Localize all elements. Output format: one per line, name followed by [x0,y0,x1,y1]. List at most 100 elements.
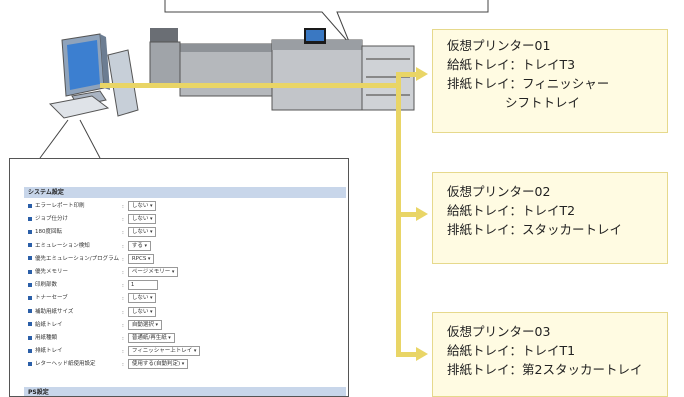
setting-dropdown[interactable]: 使用する(自動判定) [127,359,189,370]
setting-value: :しない [122,201,157,211]
setting-dropdown[interactable]: ページメモリー [127,267,179,277]
colon-separator: : [122,309,124,316]
section-header-system: システム設定 [24,187,346,198]
vp03-input-tray: 給紙トレイ：トレイT1 [447,343,576,358]
setting-label: 優先メモリー [28,267,68,277]
setting-value: :普通紙/再生紙 [122,333,175,343]
setting-label: エミュレーション検知 [28,241,90,251]
setting-label-text: 排紙トレイ [35,348,63,355]
setting-value: :しない [122,214,157,225]
setting-label-text: 優先エミュレーション/プログラム [35,255,119,262]
bullet-icon [28,309,32,314]
setting-label: 180度回転 [28,227,62,237]
colon-separator: : [122,361,124,368]
vp03-name: 仮想プリンター03 [447,324,551,339]
setting-label: 印刷部数 [28,280,57,290]
setting-label-text: 用紙種類 [35,335,58,341]
setting-dropdown[interactable]: しない [127,306,157,317]
setting-dropdown[interactable]: しない [127,293,157,304]
setting-value: :しない [122,227,157,238]
setting-value: :フィニッシャー上トレイ [122,346,201,357]
vp03-output-tray: 排紙トレイ：第2スタッカートレイ [447,362,643,377]
setting-value: :しない [122,306,157,317]
setting-label-text: レターヘッド紙使用設定 [35,361,96,368]
setting-dropdown[interactable]: 普通紙/再生紙 [127,333,175,343]
setting-label: 排紙トレイ [28,346,63,356]
arrow-to-printer-03 [416,347,428,361]
connector-branch-1 [396,72,418,77]
virtual-printer-box-01: 仮想プリンター01 給紙トレイ：トレイT3 排紙トレイ：フィニッシャー シフトト… [432,29,668,133]
setting-dropdown[interactable]: フィニッシャー上トレイ [127,346,201,357]
bullet-icon [28,256,32,261]
setting-label-text: 印刷部数 [35,282,58,289]
setting-label: 給紙トレイ [28,320,63,330]
setting-label: 用紙種類 [28,333,57,343]
setting-value: :する [122,240,151,251]
setting-value: :1 [122,280,158,291]
setting-value: :しない [122,293,157,304]
bullet-icon [28,216,32,221]
colon-separator: : [122,243,124,250]
colon-separator: : [122,216,124,223]
pc-callout-lines [39,119,101,159]
production-printer-icon [149,28,415,111]
bullet-icon [28,348,32,353]
virtual-printer-box-02: 仮想プリンター02 給紙トレイ：トレイT2 排紙トレイ：スタッカートレイ [432,172,668,264]
connector-branch-2 [396,212,418,217]
colon-separator: : [122,322,124,329]
setting-label-text: 補助用紙サイズ [35,308,74,315]
setting-value: :使用する(自動判定) [122,359,189,370]
setting-value: :自動選択 [122,319,162,330]
colon-separator: : [122,269,124,276]
setting-label-text: エミュレーション検知 [35,242,90,249]
colon-separator: : [122,348,124,355]
bullet-icon [28,335,32,340]
setting-dropdown[interactable]: RPCS [127,253,155,264]
colon-separator: : [122,256,124,263]
setting-text-field[interactable]: 1 [127,280,158,291]
arrow-to-printer-02 [416,207,428,221]
setting-value: :RPCS [122,253,155,264]
colon-separator: : [122,229,124,236]
bullet-icon [28,229,32,234]
bullet-icon [28,322,32,327]
vp02-output-tray: 排紙トレイ：スタッカートレイ [447,222,623,237]
colon-separator: : [122,295,124,302]
system-settings-panel: システム設定 エラーレポート印刷:しないジョブ仕分け:しない180度回転:しない… [9,158,349,397]
setting-label-text: 優先メモリー [35,269,69,275]
vp02-input-tray: 給紙トレイ：トレイT2 [447,203,576,218]
setting-label: トナーセーブ [28,293,68,303]
vp01-output-tray-cont: シフトトレイ [505,95,581,110]
setting-label: エラーレポート印刷 [28,201,85,211]
setting-label-text: 180度回転 [35,229,62,236]
computer-icon [48,33,139,119]
bullet-icon [28,361,32,366]
setting-label-text: トナーセーブ [35,295,68,302]
colon-separator: : [122,282,124,289]
setting-label-text: エラーレポート印刷 [35,203,85,209]
setting-label: ジョブ仕分け [28,214,68,224]
setting-label: 補助用紙サイズ [28,307,73,317]
setting-label-text: ジョブ仕分け [35,216,69,223]
setting-dropdown[interactable]: しない [127,227,157,238]
vp01-output-tray: 排紙トレイ：フィニッシャー [447,76,610,91]
setting-dropdown[interactable]: しない [127,214,157,225]
arrow-to-printer-01 [416,67,428,81]
vp02-name: 仮想プリンター02 [447,184,551,199]
bullet-icon [28,282,32,287]
setting-value: :ページメモリー [122,267,179,277]
vp01-input-tray: 給紙トレイ：トレイT3 [447,57,576,72]
setting-dropdown[interactable]: する [127,240,151,251]
colon-separator: : [122,203,124,210]
setting-dropdown[interactable]: 自動選択 [127,319,162,330]
setting-label-text: 給紙トレイ [35,321,63,328]
connector-horizontal [100,83,390,88]
bullet-icon [28,203,32,208]
setting-dropdown[interactable]: しない [127,201,157,211]
setting-label: 優先エミュレーション/プログラム [28,254,119,264]
setting-label: レターヘッド紙使用設定 [28,359,96,369]
virtual-printer-box-03: 仮想プリンター03 給紙トレイ：トレイT1 排紙トレイ：第2スタッカートレイ [432,312,668,397]
section-header-ps: PS設定 [24,387,346,396]
bullet-icon [28,295,32,300]
bullet-icon [28,269,32,274]
